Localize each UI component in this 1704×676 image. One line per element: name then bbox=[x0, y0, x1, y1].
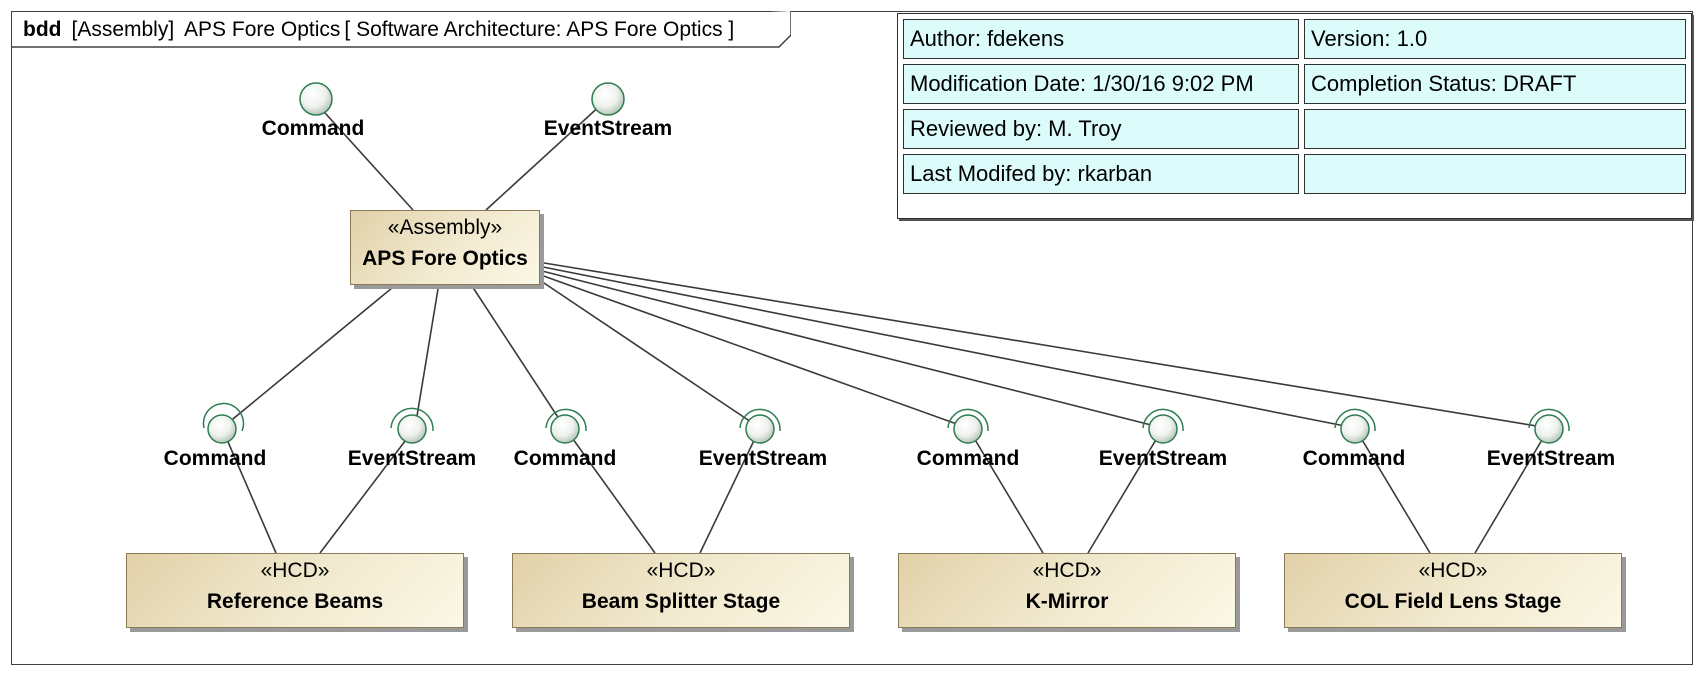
connector-assembly-eventstream[interactable] bbox=[485, 102, 604, 211]
block-name: APS Fore Optics bbox=[362, 247, 528, 270]
connector-assembly-to-hcd4-command[interactable] bbox=[537, 265, 1356, 429]
assembly-eventstream-lollipop-icon[interactable] bbox=[591, 82, 625, 116]
connector-assembly-to-hcd2-command[interactable] bbox=[469, 282, 566, 429]
hcd3-eventstream-socket-icon[interactable] bbox=[1142, 408, 1184, 444]
reviewed-by-cell: Reviewed by: M. Troy bbox=[903, 109, 1299, 149]
diagram-kind: bdd bbox=[23, 18, 62, 41]
hcd1-eventstream-port-label: EventStream bbox=[347, 447, 477, 470]
hcd4-eventstream-socket-icon[interactable] bbox=[1528, 408, 1570, 444]
empty-cell bbox=[1304, 109, 1686, 149]
connector-assembly-to-hcd2-eventstream[interactable] bbox=[537, 278, 761, 429]
last-modified-by-cell: Last Modifed by: rkarban bbox=[903, 154, 1299, 194]
hcd2-eventstream-port-label: EventStream bbox=[698, 447, 828, 470]
block-stereotype: «HCD» bbox=[260, 559, 330, 582]
hcd3-command-socket-icon[interactable] bbox=[947, 408, 989, 444]
diagram-element-name: APS Fore Optics bbox=[184, 18, 341, 41]
hcd3-eventstream-port-label: EventStream bbox=[1098, 447, 1228, 470]
hcd4-command-port-label: Command bbox=[1302, 447, 1406, 470]
connector-assembly-to-hcd1-eventstream[interactable] bbox=[414, 282, 440, 429]
info-grid: Author: fdekens Version: 1.0 Modificatio… bbox=[898, 14, 1691, 199]
diagram-element-type: [Assembly] bbox=[71, 18, 175, 41]
author-cell: Author: fdekens bbox=[903, 19, 1299, 59]
connector-hcd1-eventstream[interactable] bbox=[319, 427, 416, 554]
hcd2-eventstream-socket-icon[interactable] bbox=[739, 408, 781, 444]
info-row: Author: fdekens Version: 1.0 bbox=[903, 19, 1686, 59]
hcd2-command-port-label: Command bbox=[513, 447, 617, 470]
block-stereotype: «HCD» bbox=[1418, 559, 1488, 582]
connector-assembly-to-hcd4-eventstream[interactable] bbox=[537, 261, 1550, 429]
connector-hcd3-eventstream[interactable] bbox=[1087, 427, 1164, 554]
frame-header-label: bdd [Assembly] APS Fore Optics[ Software … bbox=[23, 18, 734, 42]
version-cell: Version: 1.0 bbox=[1304, 19, 1686, 59]
connector-hcd1-command[interactable] bbox=[221, 427, 277, 554]
connector-hcd3-command[interactable] bbox=[967, 427, 1044, 554]
block-stereotype: «HCD» bbox=[1032, 559, 1102, 582]
diagram-info-table: Author: fdekens Version: 1.0 Modificatio… bbox=[897, 13, 1692, 219]
connector-assembly-to-hcd1-command[interactable] bbox=[221, 282, 399, 429]
info-row: Modification Date: 1/30/16 9:02 PM Compl… bbox=[903, 64, 1686, 104]
block-name: Beam Splitter Stage bbox=[581, 590, 781, 613]
connector-assembly-to-hcd3-eventstream[interactable] bbox=[537, 269, 1164, 429]
hcd-block-reference-beams[interactable]: «HCD» Reference Beams bbox=[126, 553, 464, 628]
connector-hcd2-command[interactable] bbox=[564, 427, 656, 554]
frame-header-outline bbox=[11, 11, 791, 48]
hcd4-eventstream-port-label: EventStream bbox=[1486, 447, 1616, 470]
hcd1-command-socket-icon[interactable] bbox=[202, 402, 245, 444]
hcd1-eventstream-socket-icon[interactable] bbox=[390, 407, 434, 444]
connector-assembly-command[interactable] bbox=[315, 102, 414, 211]
diagram-frame bbox=[11, 11, 1693, 665]
diagram-name: [ Software Architecture: APS Fore Optics… bbox=[344, 18, 735, 41]
assembly-block[interactable]: «Assembly» APS Fore Optics bbox=[350, 210, 540, 285]
connector-assembly-to-hcd3-command[interactable] bbox=[537, 273, 969, 429]
hcd-block-col-field-lens-stage[interactable]: «HCD» COL Field Lens Stage bbox=[1284, 553, 1622, 628]
connector-hcd2-eventstream[interactable] bbox=[699, 427, 761, 554]
block-name: COL Field Lens Stage bbox=[1344, 590, 1562, 613]
info-row: Last Modifed by: rkarban bbox=[903, 154, 1686, 194]
hcd4-command-socket-icon[interactable] bbox=[1334, 408, 1376, 444]
assembly-eventstream-port-label: EventStream bbox=[543, 117, 673, 140]
assembly-command-lollipop-icon[interactable] bbox=[299, 82, 333, 116]
hcd-block-beam-splitter-stage[interactable]: «HCD» Beam Splitter Stage bbox=[512, 553, 850, 628]
connector-hcd4-eventstream[interactable] bbox=[1474, 427, 1550, 554]
info-row: Reviewed by: M. Troy bbox=[903, 109, 1686, 149]
assembly-command-port-label: Command bbox=[261, 117, 365, 140]
block-name: Reference Beams bbox=[206, 590, 384, 613]
block-stereotype: «HCD» bbox=[646, 559, 716, 582]
completion-status-cell: Completion Status: DRAFT bbox=[1304, 64, 1686, 104]
modification-date-cell: Modification Date: 1/30/16 9:02 PM bbox=[903, 64, 1299, 104]
block-name: K-Mirror bbox=[1025, 590, 1109, 613]
hcd1-command-port-label: Command bbox=[163, 447, 267, 470]
connector-hcd4-command[interactable] bbox=[1354, 427, 1431, 554]
block-stereotype: «Assembly» bbox=[387, 216, 503, 239]
hcd3-command-port-label: Command bbox=[916, 447, 1020, 470]
hcd-block-k-mirror[interactable]: «HCD» K-Mirror bbox=[898, 553, 1236, 628]
hcd2-command-socket-icon[interactable] bbox=[545, 408, 587, 444]
empty-cell bbox=[1304, 154, 1686, 194]
